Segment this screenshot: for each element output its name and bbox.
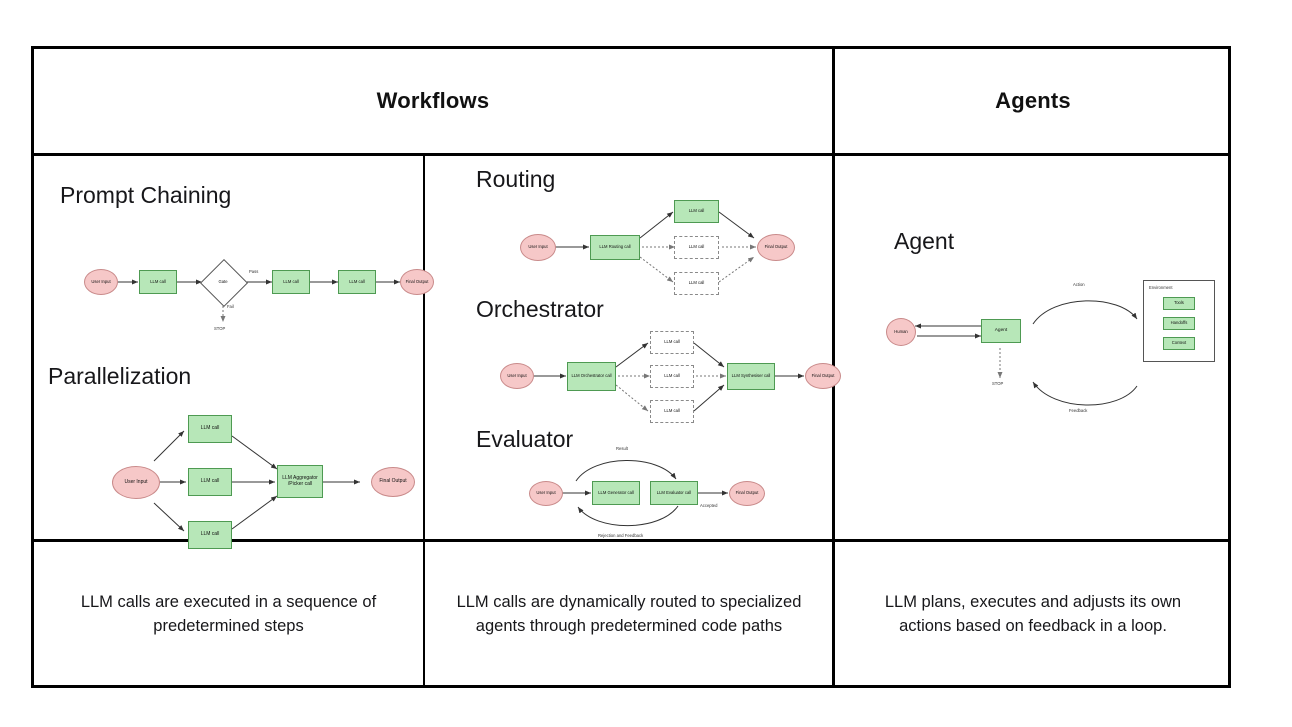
diagram-evaluator: User Input LLM Generator call LLM Evalua… xyxy=(426,446,832,548)
routing-connectors xyxy=(554,211,756,283)
caption-text-agents: LLM plans, executes and adjusts its own … xyxy=(884,593,1182,635)
environment-container: Environment Tools Handoffs Context xyxy=(1143,280,1215,362)
evaluator-connectors xyxy=(561,460,728,527)
node-llm-call-1: LLM call xyxy=(188,415,232,443)
section-title-parallelization: Parallelization xyxy=(48,363,192,389)
node-human: Human xyxy=(886,318,916,346)
label-action: Action xyxy=(1073,282,1085,287)
node-llm-call-2: LLM call xyxy=(650,365,694,388)
node-llm-call-2: LLM call xyxy=(674,236,719,259)
agent-connectors xyxy=(915,300,1138,406)
node-context: Context xyxy=(1163,337,1195,350)
caption-cell-routed: LLM calls are dynamically routed to spec… xyxy=(426,542,832,688)
label-stop: STOP xyxy=(992,381,1004,386)
node-final-output: Final Output xyxy=(371,467,415,497)
node-aggregator: LLM Aggregator /Picker call xyxy=(277,465,323,498)
node-user-input: User Input xyxy=(84,269,118,295)
header-cell-agents: Agents xyxy=(835,49,1231,153)
node-llm-call-3: LLM call xyxy=(674,272,719,295)
node-final-output: Final Output xyxy=(805,363,841,389)
caption-cell-sequential: LLM calls are executed in a sequence of … xyxy=(34,542,423,688)
diagram-prompt-chaining: User Input LLM call Gate LLM call LLM ca… xyxy=(34,156,434,356)
label-environment: Environment xyxy=(1149,285,1173,290)
diagram-parallelization: User Input LLM call LLM call LLM call LL… xyxy=(34,391,423,549)
header-column-divider xyxy=(832,49,835,153)
node-final-output: Final Output xyxy=(729,481,765,506)
caption-column-divider-1 xyxy=(423,542,425,688)
node-llm-call-1: LLM call xyxy=(650,331,694,354)
cell-prompt-chaining-parallelization: Prompt Chaining xyxy=(34,156,434,549)
table-header-row: Workflows Agents xyxy=(34,49,1228,156)
section-title-agent: Agent xyxy=(894,228,955,254)
header-cell-workflows: Workflows xyxy=(34,49,832,153)
node-orchestrator-call: LLM Orchestrator call xyxy=(567,362,616,391)
node-gate-decision: Gate xyxy=(199,258,249,308)
node-synthesiser-call: LLM Synthesiser call xyxy=(727,363,775,390)
node-routing-call: LLM Routing call xyxy=(590,235,640,260)
node-final-output: Final Output xyxy=(400,269,434,295)
section-title-prompt-chaining: Prompt Chaining xyxy=(60,182,232,208)
comparison-table: Workflows Agents Prompt Chaining xyxy=(31,46,1231,688)
node-user-input: User Input xyxy=(529,481,563,506)
label-fail: Fail xyxy=(227,304,234,309)
node-user-input: User Input xyxy=(112,466,160,499)
node-user-input: User Input xyxy=(520,234,556,261)
prompt-chaining-connectors xyxy=(117,279,400,322)
node-user-input: User Input xyxy=(500,363,534,389)
cell-agent: Agent Human Agent Actio xyxy=(835,156,1231,539)
node-llm-call-1: LLM call xyxy=(139,270,177,294)
section-title-evaluator: Evaluator xyxy=(476,426,574,452)
label-pass: Pass xyxy=(249,269,259,274)
caption-text-routed: LLM calls are dynamically routed to spec… xyxy=(456,593,802,635)
node-llm-call-3: LLM call xyxy=(188,521,232,549)
node-generator-call: LLM Generator call xyxy=(592,481,640,505)
caption-cell-agents: LLM plans, executes and adjusts its own … xyxy=(835,542,1231,688)
label-result: Result xyxy=(616,446,628,451)
cell-routing-orchestrator-evaluator: Routing User Input xyxy=(426,156,841,539)
node-llm-call-1: LLM call xyxy=(674,200,719,223)
label-feedback: Feedback xyxy=(1069,408,1088,413)
node-handoffs: Handoffs xyxy=(1163,317,1195,330)
header-label-agents: Agents xyxy=(995,88,1071,113)
node-llm-call-2: LLM call xyxy=(272,270,310,294)
section-title-orchestrator: Orchestrator xyxy=(476,296,604,322)
section-title-routing: Routing xyxy=(476,166,556,192)
label-accepted: Accepted xyxy=(700,503,718,508)
node-tools: Tools xyxy=(1163,297,1195,310)
diagram-column-divider-1 xyxy=(423,156,425,539)
diagram-agent: Human Agent Action Feedback STOP Environ… xyxy=(835,280,1231,496)
node-llm-call-3: LLM call xyxy=(650,400,694,423)
node-agent: Agent xyxy=(981,319,1021,343)
header-label-workflows: Workflows xyxy=(376,88,490,113)
orchestrator-connectors xyxy=(534,342,804,412)
caption-text-sequential: LLM calls are executed in a sequence of … xyxy=(80,593,377,635)
parallelization-connectors xyxy=(153,430,360,532)
node-final-output: Final Output xyxy=(757,234,795,261)
diagram-column-divider-2 xyxy=(832,156,835,539)
table-caption-row: LLM calls are executed in a sequence of … xyxy=(34,542,1228,688)
node-llm-call-2: LLM call xyxy=(188,468,232,496)
node-llm-call-3: LLM call xyxy=(338,270,376,294)
label-stop: STOP xyxy=(214,326,226,331)
diagram-routing: User Input LLM Routing call LLM call LLM… xyxy=(426,186,832,296)
label-rejection-feedback: Rejection and Feedback xyxy=(598,533,644,538)
diagram-orchestrator: User Input LLM Orchestrator call LLM cal… xyxy=(426,321,841,431)
node-evaluator-call: LLM Evaluator call xyxy=(650,481,698,505)
caption-column-divider-2 xyxy=(832,542,835,688)
table-diagram-row: Prompt Chaining xyxy=(34,156,1231,549)
